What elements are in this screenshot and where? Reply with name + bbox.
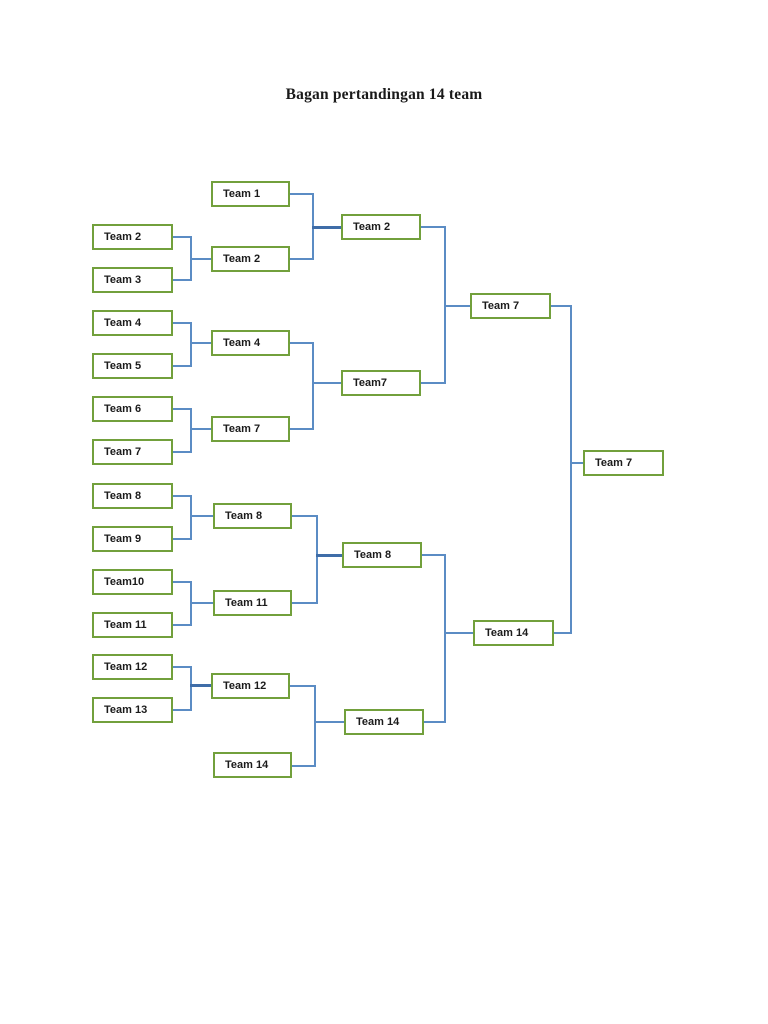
connector-h xyxy=(172,365,192,367)
connector-h xyxy=(290,258,314,260)
connector-v xyxy=(190,408,192,453)
connector-h xyxy=(444,305,472,307)
connector-h xyxy=(420,382,446,384)
connector-h xyxy=(420,226,446,228)
connector-v xyxy=(314,685,316,767)
connector-h xyxy=(290,193,314,195)
connector-v xyxy=(570,305,572,634)
connector-v xyxy=(312,342,314,430)
bracket-box-r2-team12[interactable]: Team 12 xyxy=(211,673,290,699)
bracket-box-r1-team6[interactable]: Team 6 xyxy=(92,396,173,422)
connector-h xyxy=(172,581,192,583)
connector-h xyxy=(190,684,214,687)
bracket-box-r1-team2[interactable]: Team 2 xyxy=(92,224,173,250)
connector-h xyxy=(172,451,192,453)
connector-h xyxy=(172,236,192,238)
connector-v xyxy=(190,495,192,540)
bracket-box-r2-team8[interactable]: Team 8 xyxy=(213,503,292,529)
connector-v xyxy=(190,322,192,367)
connector-h xyxy=(444,632,474,634)
connector-h xyxy=(172,538,192,540)
connector-h xyxy=(290,685,316,687)
connector-h xyxy=(172,709,192,711)
connector-h xyxy=(550,305,572,307)
bracket-box-qf-team8[interactable]: Team 8 xyxy=(342,542,422,568)
bracket-box-final-champion[interactable]: Team 7 xyxy=(583,450,664,476)
bracket-box-r1-team9[interactable]: Team 9 xyxy=(92,526,173,552)
connector-h xyxy=(190,258,212,260)
bracket-box-r1-team13[interactable]: Team 13 xyxy=(92,697,173,723)
connector-h xyxy=(312,382,342,384)
connector-h xyxy=(292,765,316,767)
connector-v xyxy=(190,666,192,711)
connector-h xyxy=(290,342,314,344)
bracket-box-r2-team4[interactable]: Team 4 xyxy=(211,330,290,356)
bracket-box-r2-team2[interactable]: Team 2 xyxy=(211,246,290,272)
connector-h xyxy=(190,428,212,430)
connector-h xyxy=(316,554,344,557)
bracket-box-sf-team14[interactable]: Team 14 xyxy=(473,620,554,646)
bracket-box-r1-team12[interactable]: Team 12 xyxy=(92,654,173,680)
bracket-box-r1-team4[interactable]: Team 4 xyxy=(92,310,173,336)
bracket-box-r1-team3[interactable]: Team 3 xyxy=(92,267,173,293)
connector-h xyxy=(190,342,212,344)
connector-h xyxy=(190,515,214,517)
connector-h xyxy=(422,554,446,556)
connector-h xyxy=(292,515,318,517)
connector-h xyxy=(292,602,318,604)
connector-h xyxy=(424,721,446,723)
connector-h xyxy=(570,462,586,464)
connector-h xyxy=(172,666,192,668)
bracket-box-r1-team7[interactable]: Team 7 xyxy=(92,439,173,465)
connector-h xyxy=(553,632,572,634)
bracket-box-r1-team11[interactable]: Team 11 xyxy=(92,612,173,638)
connector-h xyxy=(314,721,344,723)
bracket-box-sf-team7[interactable]: Team 7 xyxy=(470,293,551,319)
bracket-box-r1-team8[interactable]: Team 8 xyxy=(92,483,173,509)
bracket-box-qf-team7[interactable]: Team7 xyxy=(341,370,421,396)
connector-h xyxy=(190,602,214,604)
bracket-box-r2-team7[interactable]: Team 7 xyxy=(211,416,290,442)
connector-h xyxy=(172,495,192,497)
bracket-box-r1-team10[interactable]: Team10 xyxy=(92,569,173,595)
connector-v xyxy=(444,554,446,723)
page-title: Bagan pertandingan 14 team xyxy=(285,86,483,103)
bracket-box-r2-team11[interactable]: Team 11 xyxy=(213,590,292,616)
connector-v xyxy=(316,515,318,604)
connector-h xyxy=(290,428,314,430)
bracket-box-qf-team14[interactable]: Team 14 xyxy=(344,709,424,735)
bracket-box-r2-team14[interactable]: Team 14 xyxy=(213,752,292,778)
connector-h xyxy=(172,322,192,324)
bracket-box-qf-team2[interactable]: Team 2 xyxy=(341,214,421,240)
connector-h xyxy=(172,624,192,626)
connector-h xyxy=(312,226,342,229)
connector-h xyxy=(172,408,192,410)
bracket-box-r1-team5[interactable]: Team 5 xyxy=(92,353,173,379)
connector-h xyxy=(172,279,192,281)
bracket-box-r2-team1[interactable]: Team 1 xyxy=(211,181,290,207)
